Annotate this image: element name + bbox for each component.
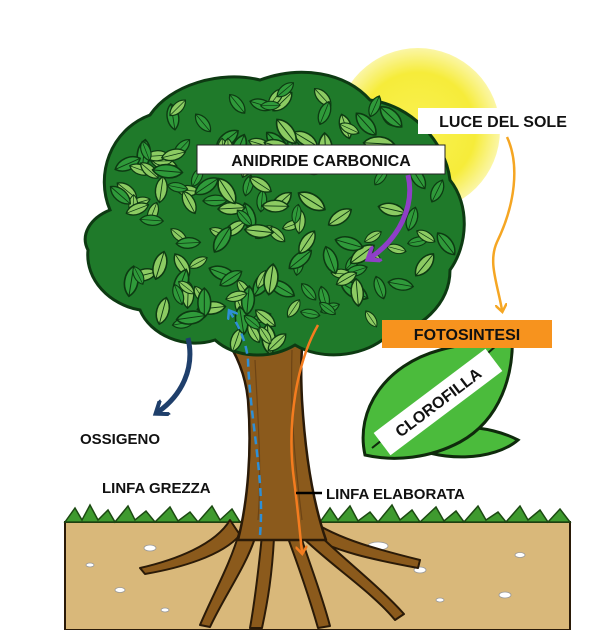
raw-sap-arrow — [230, 312, 263, 536]
processed-sap-arrow — [290, 324, 320, 552]
photosynthesis-label: FOTOSINTESI — [414, 327, 520, 344]
sunlight-label: LUCE DEL SOLE — [439, 114, 567, 131]
co2-label-bg — [196, 144, 446, 175]
leaf-icon: CLOROFILLA — [361, 327, 521, 460]
oxygen-arrow — [158, 337, 193, 412]
co2-label: ANIDRIDE CARBONICA — [231, 153, 411, 170]
processed-sap-label: LINFA ELABORATA — [326, 486, 465, 503]
co2-arrow — [370, 174, 413, 258]
sunlight-arrow — [491, 136, 516, 310]
foliage-leaves — [109, 82, 456, 356]
photosynthesis-box — [382, 320, 552, 348]
oxygen-label: OSSIGENO — [80, 431, 160, 448]
tree-icon — [83, 70, 466, 357]
raw-sap-label: LINFA GREZZA — [102, 480, 211, 497]
roots — [139, 519, 421, 629]
sunlight-label-bg — [418, 108, 588, 134]
